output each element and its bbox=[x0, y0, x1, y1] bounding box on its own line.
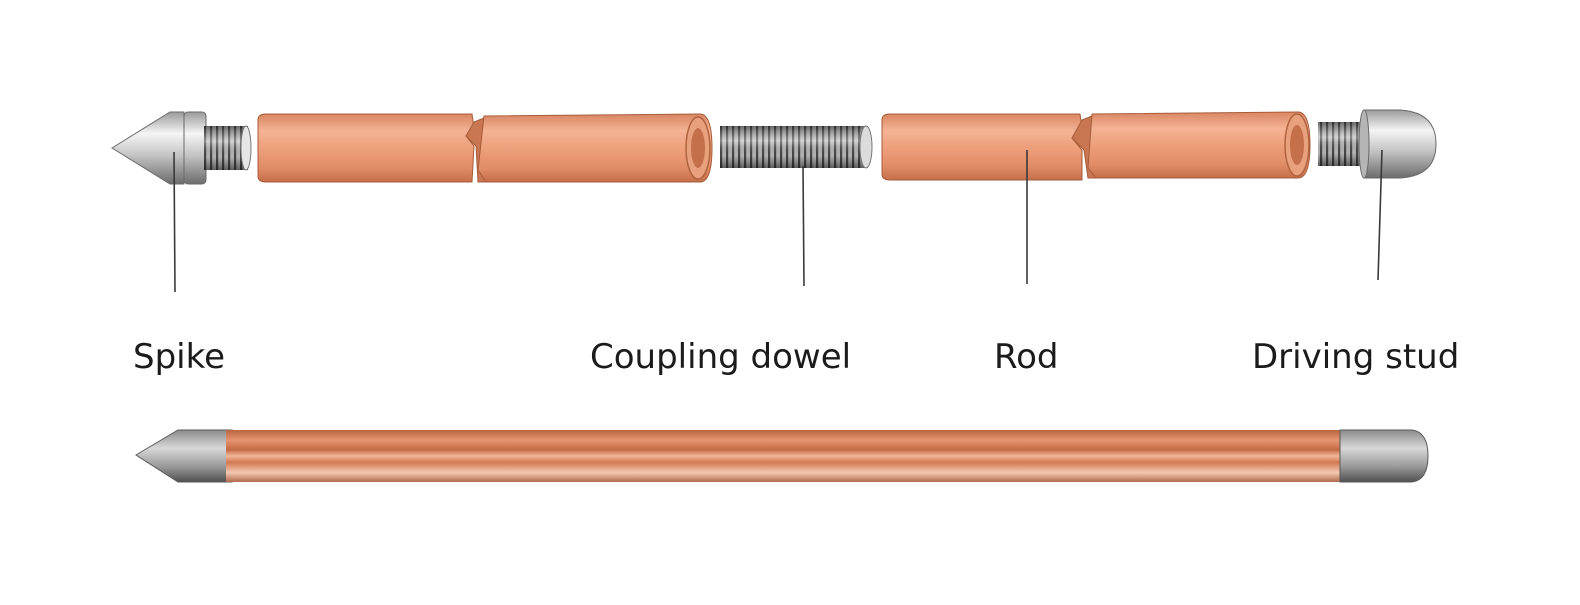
driving-stud-part bbox=[1318, 109, 1437, 179]
spike-leader-line bbox=[173, 151, 176, 293]
coupling-dowel-leader-line bbox=[802, 165, 805, 287]
driving-stud-leader-line bbox=[1377, 149, 1383, 281]
coupling-dowel-label: Coupling dowel bbox=[590, 337, 852, 377]
driving-stud-label: Driving stud bbox=[1252, 337, 1460, 377]
rod-section-left bbox=[257, 113, 713, 183]
assembled-rod bbox=[135, 429, 1429, 483]
rod-label: Rod bbox=[994, 337, 1059, 377]
spike-label: Spike bbox=[133, 337, 226, 377]
rod-section-right bbox=[881, 111, 1311, 181]
coupling-dowel-part bbox=[720, 125, 873, 169]
spike-part bbox=[111, 111, 252, 185]
